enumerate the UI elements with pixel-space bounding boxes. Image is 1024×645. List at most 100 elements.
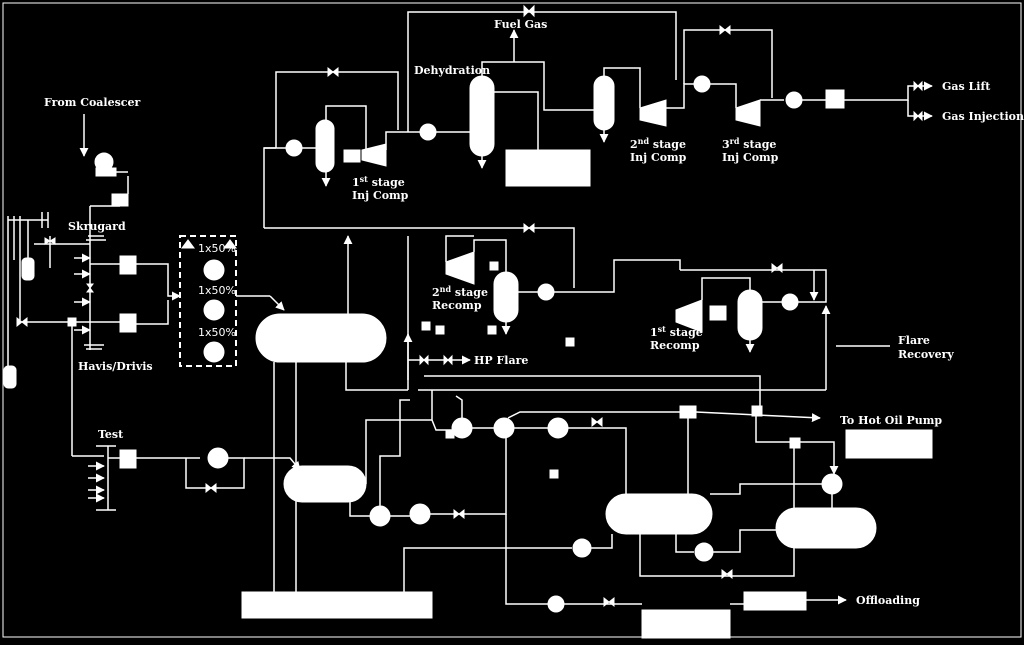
label-pump-3: 1x50% — [198, 326, 236, 339]
valve-icon[interactable] — [44, 237, 56, 245]
label-gas-injection: Gas Injection — [942, 110, 1024, 123]
label-flare-recovery-1: Flare — [898, 334, 930, 347]
valve-icon[interactable] — [913, 110, 923, 122]
instrument-square — [435, 325, 445, 335]
instrument-square — [421, 321, 431, 331]
valve-icon[interactable] — [913, 80, 923, 92]
storage-tank — [641, 609, 731, 639]
recomp1-label-line1: 1st stage — [650, 324, 703, 339]
label-test: Test — [98, 428, 124, 441]
label-pump-2: 1x50% — [198, 284, 236, 297]
inlet-scrubber-small-2 — [3, 365, 17, 389]
test-pump-icon — [207, 447, 229, 469]
recomp-2-cooler-icon — [537, 283, 555, 301]
fan-cooler-4-icon — [785, 91, 803, 109]
label-havis-drivis: Havis/Drivis — [78, 360, 153, 373]
valve-icon[interactable] — [453, 508, 465, 520]
valve-icon[interactable] — [721, 568, 733, 580]
lp-pump-icon — [694, 542, 714, 562]
lp-separator — [605, 493, 713, 535]
recomp-1-driver — [709, 305, 727, 321]
inlet-heater-lower — [119, 313, 137, 333]
valve-icon[interactable] — [523, 4, 535, 18]
fan-cooler-3-icon — [693, 75, 711, 93]
valve-icon[interactable] — [327, 66, 339, 78]
valve-icon[interactable] — [86, 283, 94, 293]
valve-icon[interactable] — [16, 316, 28, 328]
fan-cooler-2-icon — [419, 123, 437, 141]
export-pump-skid — [743, 591, 807, 611]
valve-icon[interactable] — [771, 262, 783, 274]
valve-icon[interactable] — [603, 596, 615, 608]
comp3-label-line1: 3rd stage — [722, 136, 776, 151]
instrument-square — [549, 469, 559, 479]
pump-2-icon — [203, 299, 225, 321]
valve-icon[interactable] — [523, 222, 535, 234]
valve-icon[interactable] — [205, 482, 217, 494]
scrubber-1 — [315, 119, 335, 173]
pump-group-box — [179, 235, 237, 367]
label-gas-lift: Gas Lift — [942, 80, 991, 93]
scrubber-2 — [593, 75, 615, 131]
recomp-1-scrubber — [737, 289, 763, 341]
manifold-junction — [67, 317, 77, 327]
test-sep-pump-2-icon — [409, 503, 431, 525]
oil-heater-vessel — [775, 507, 877, 549]
oil-heat-exchanger-1 — [679, 405, 697, 419]
export-pump-icon — [547, 595, 565, 613]
oil-pump-2-icon — [493, 417, 515, 439]
instrument-square — [489, 261, 499, 271]
hot-oil-unit — [845, 429, 933, 459]
oil-pump-1-icon — [451, 417, 473, 439]
label-flare-recovery-2: Recovery — [898, 348, 954, 361]
pump-inlet-arrow-icon — [181, 239, 195, 249]
junction-square — [789, 437, 801, 449]
recomp-2-icon — [445, 251, 475, 285]
teg-regeneration-unit — [505, 149, 591, 187]
label-dehydration: Dehydration — [414, 64, 490, 77]
comp2-label-line1: 2nd stage — [630, 136, 686, 151]
valve-icon[interactable] — [443, 354, 453, 366]
label-hp-flare: HP Flare — [474, 354, 528, 367]
water-pump-icon — [572, 538, 592, 558]
header-arrows-upper — [74, 253, 91, 335]
coalescer-heater — [111, 193, 129, 207]
valve-icon[interactable] — [719, 24, 731, 36]
recomp-1-cooler-icon — [781, 293, 799, 311]
comp1-label-line2: Inj Comp — [352, 189, 409, 202]
recomp2-label-line1: 2nd stage — [432, 284, 488, 299]
test-heater — [119, 449, 137, 469]
label-to-hot-oil-pump: To Hot Oil Pump — [840, 414, 942, 427]
pump-base — [95, 167, 117, 177]
valve-icon[interactable] — [419, 354, 429, 366]
inlet-scrubber-small-1 — [21, 257, 35, 281]
inlet-manifold — [7, 212, 104, 457]
recomp-2-scrubber — [493, 271, 519, 323]
comp3-label-line2: Inj Comp — [722, 151, 779, 164]
dehydration-column — [469, 75, 495, 157]
junction-square — [751, 405, 763, 417]
produced-water-tank — [241, 591, 433, 619]
valve-icon[interactable] — [591, 416, 603, 428]
heater-pump-icon — [821, 473, 843, 495]
test-header-arrows — [88, 461, 105, 503]
oil-pump-3-icon — [547, 417, 569, 439]
test-sep-pump-icon — [369, 505, 391, 527]
hp-separator — [255, 313, 387, 363]
pump-3-icon — [203, 341, 225, 363]
recomp1-label-line2: Recomp — [650, 339, 700, 352]
final-cooler — [825, 89, 845, 109]
inlet-heater-upper — [119, 255, 137, 275]
comp1-label-line1: 1st stage — [352, 174, 405, 189]
comp-1-icon — [361, 143, 387, 167]
label-offloading: Offloading — [856, 594, 920, 607]
instrument-square — [565, 337, 575, 347]
instrument-square — [487, 325, 497, 335]
pump-1-icon — [203, 259, 225, 281]
recomp2-label-line2: Recomp — [432, 299, 482, 312]
recomp-1-icon — [675, 299, 703, 333]
fan-cooler-1-icon — [285, 139, 303, 157]
